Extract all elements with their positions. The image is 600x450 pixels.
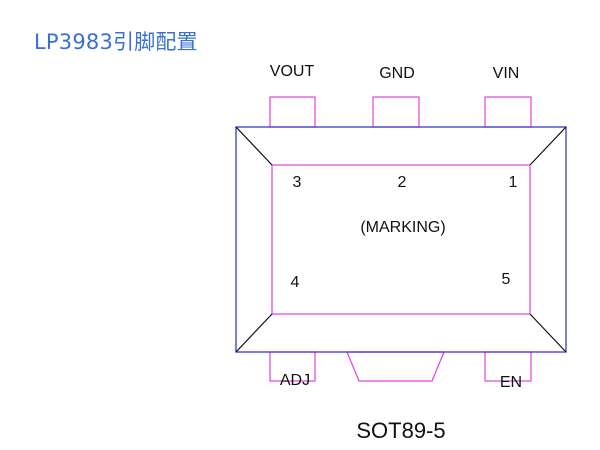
pin-label-adj: ADJ <box>280 372 310 389</box>
package-name: SOT89-5 <box>356 418 445 443</box>
chamfer-bottom-right <box>529 313 567 353</box>
pad-vin <box>484 96 532 128</box>
pad-vout <box>269 96 316 128</box>
pin-label-vin: VIN <box>493 65 520 82</box>
pin-label-gnd: GND <box>379 65 415 82</box>
pin-label-en: EN <box>500 374 522 391</box>
pin-number-1: 1 <box>509 174 518 191</box>
pad-tab <box>346 351 445 382</box>
package-body <box>235 126 567 353</box>
chamfer-top-right <box>529 126 567 166</box>
pin-number-5: 5 <box>502 271 511 288</box>
pin-number-3: 3 <box>293 174 302 191</box>
chamfer-top-left <box>235 126 273 166</box>
pin-label-vout: VOUT <box>270 63 315 80</box>
pad-gnd <box>372 96 420 128</box>
chamfer-bottom-left <box>235 313 273 353</box>
pin-number-2: 2 <box>398 174 407 191</box>
marking-area <box>271 164 531 315</box>
page-title: LP3983引脚配置 <box>34 30 198 54</box>
marking-text: (MARKING) <box>360 219 445 236</box>
pin-number-4: 4 <box>291 274 300 291</box>
